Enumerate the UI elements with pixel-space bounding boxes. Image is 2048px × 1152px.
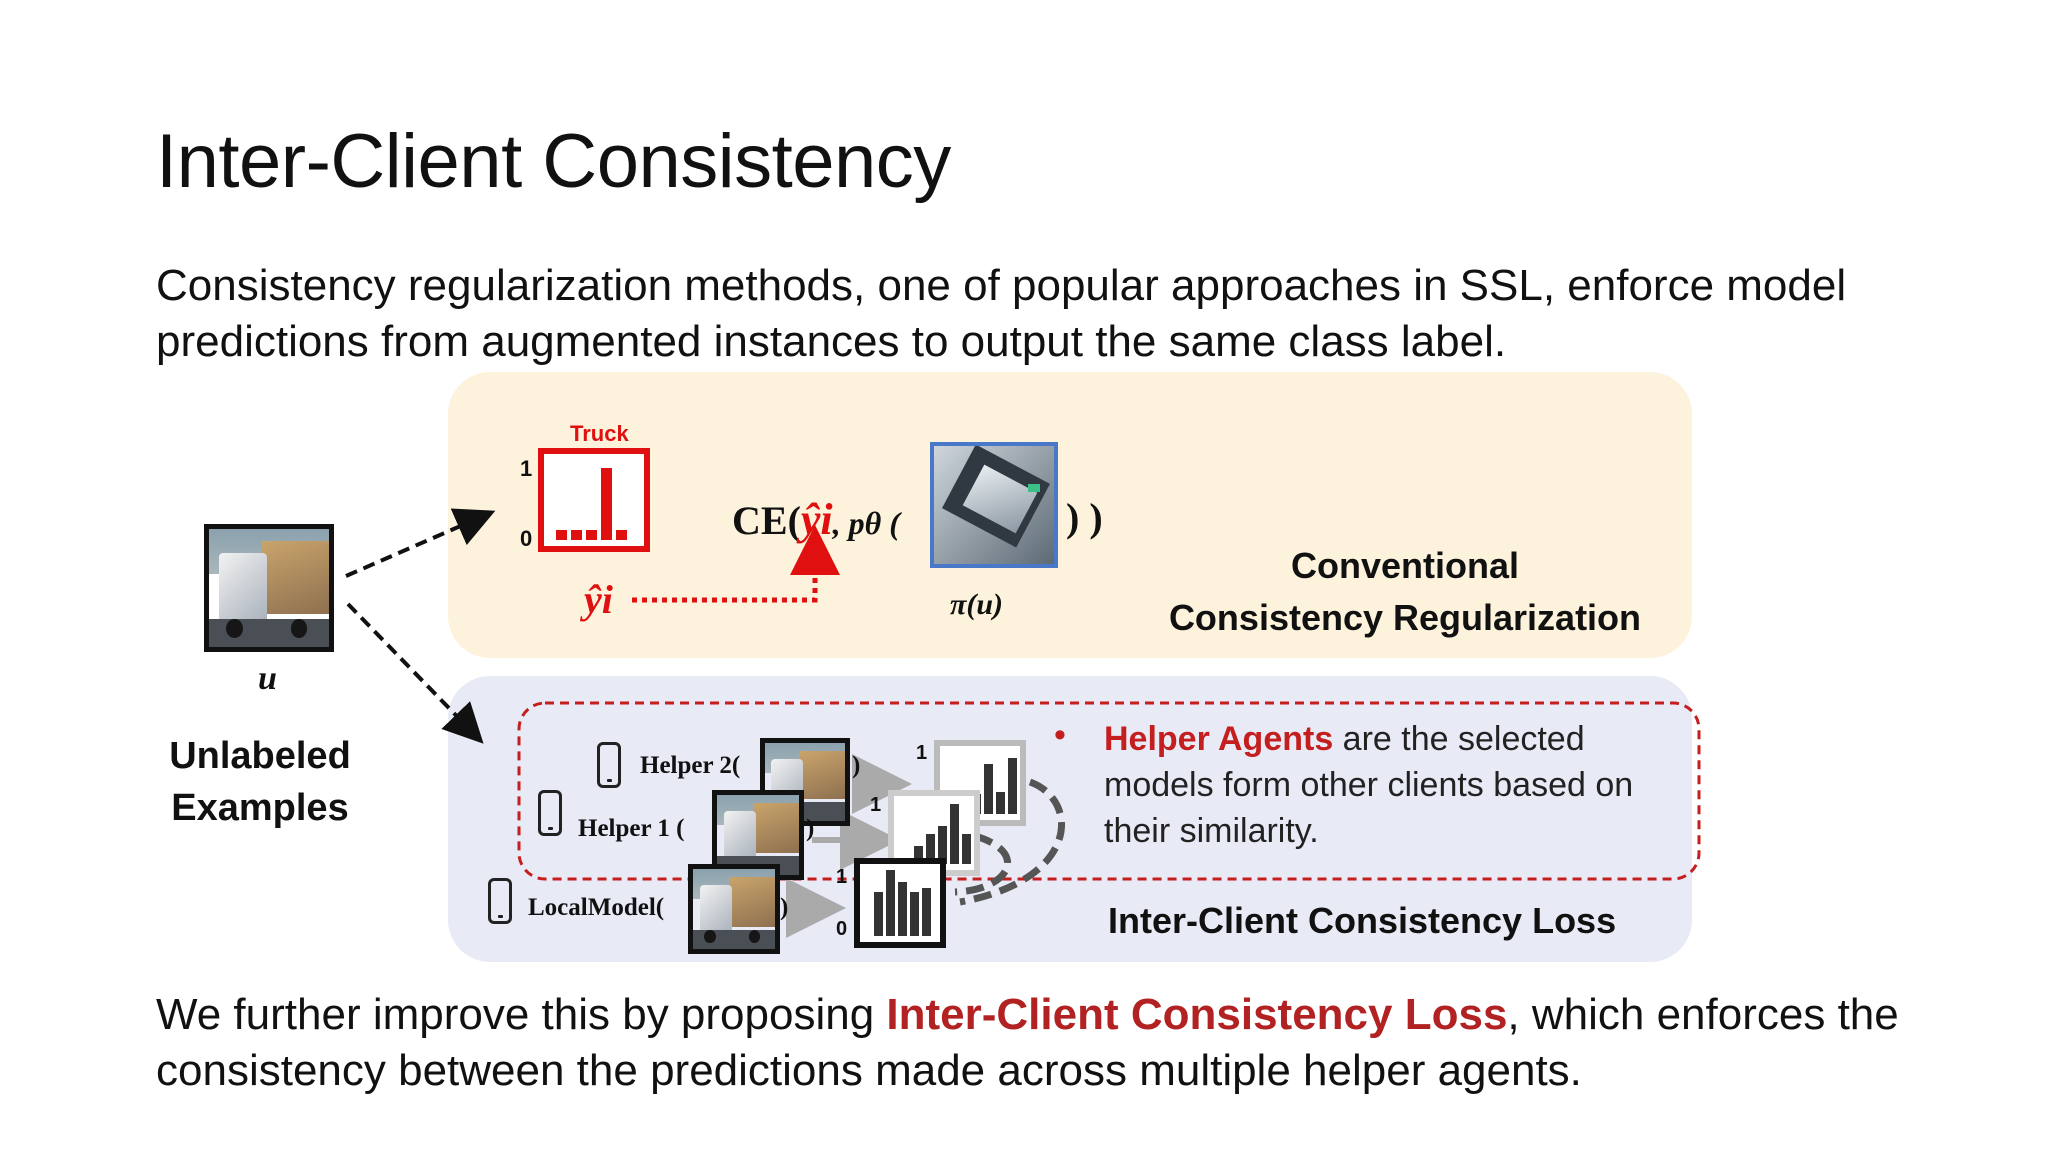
inter-client-panel — [448, 676, 1692, 962]
outro-highlight: Inter-Client Consistency Loss — [886, 990, 1508, 1039]
helper2-label: Helper 2( — [640, 752, 741, 779]
histogram-icon — [934, 740, 1026, 826]
note-line-3: their similarity. — [1104, 812, 1319, 850]
note-bullet: • — [1054, 716, 1066, 754]
conventional-caption-line1: Conventional — [1290, 545, 1519, 586]
arrow-to-conventional — [345, 508, 496, 578]
input-symbol: u — [258, 660, 277, 697]
note-line-1: Helper Agents are the selected — [1104, 716, 1633, 762]
local-axis-top: 1 — [836, 866, 848, 888]
outro-line-1-post: , which enforces the — [1507, 990, 1899, 1039]
ce-prefix: CE( — [732, 498, 801, 543]
ce-formula: CE(ŷi, pθ ( — [732, 494, 900, 545]
helper1-axis-top: 1 — [870, 794, 882, 816]
conv-axis-top: 1 — [520, 456, 533, 481]
local-axis-bottom: 0 — [836, 918, 848, 940]
pseudo-label-histogram — [538, 448, 650, 552]
unlabeled-caption-line1: Unlabeled — [169, 735, 351, 777]
outro-line-1-pre: We further improve this by proposing — [156, 990, 887, 1039]
pseudo-label-symbol: ŷi — [584, 577, 613, 622]
intro-line-1: Consistency regularization methods, one … — [156, 261, 1847, 310]
outro-line-1: We further improve this by proposing Int… — [156, 987, 1899, 1043]
unlabeled-caption: Unlabeled Examples — [140, 730, 380, 834]
local-close: ) — [780, 894, 789, 921]
local-image — [688, 864, 780, 954]
note-line-2: models form other clients based on — [1104, 766, 1634, 804]
consistency-curve-inner — [954, 832, 1011, 896]
helper2-axis-top: 1 — [916, 742, 928, 764]
intro-line-2: predictions from augmented instances to … — [156, 317, 1507, 366]
conventional-caption: Conventional Consistency Regularization — [1140, 540, 1670, 644]
ce-close: ) ) — [1066, 495, 1103, 540]
note-highlight: Helper Agents — [1104, 720, 1334, 758]
helper1-close: ) — [806, 815, 815, 842]
inter-client-caption: Inter-Client Consistency Loss — [1108, 900, 1617, 941]
slide-title: Inter-Client Consistency — [156, 119, 951, 204]
phone-icon — [488, 878, 512, 924]
outro-paragraph: We further improve this by proposing Int… — [156, 987, 1899, 1099]
augmentation-label: π(u) — [950, 588, 1004, 621]
ce-pseudo-label: ŷi — [800, 495, 833, 544]
pseudo-label-arrow — [632, 525, 840, 603]
helper1-label: Helper 1 ( — [578, 815, 685, 842]
augmented-image — [930, 442, 1058, 568]
helper-agents-region — [517, 701, 1701, 881]
unlabeled-caption-line2: Examples — [171, 787, 349, 829]
arrow-to-inter-client — [346, 602, 484, 744]
class-label-truck: Truck — [570, 421, 629, 446]
histogram-icon — [854, 858, 946, 948]
phone-icon — [538, 790, 562, 836]
ce-model-prob: , pθ ( — [832, 505, 900, 541]
unlabeled-truck-image — [204, 524, 334, 652]
conventional-panel — [448, 372, 1692, 658]
phone-icon — [597, 742, 621, 788]
helper2-close: ) — [852, 752, 861, 779]
intro-paragraph: Consistency regularization methods, one … — [156, 258, 1846, 370]
outro-line-2: consistency between the predictions made… — [156, 1046, 1582, 1095]
conventional-caption-line2: Consistency Regularization — [1168, 597, 1642, 638]
local-model-label: LocalModel( — [528, 894, 665, 921]
conv-axis-bottom: 0 — [520, 526, 533, 551]
note-line-1-rest: are the selected — [1333, 720, 1585, 758]
